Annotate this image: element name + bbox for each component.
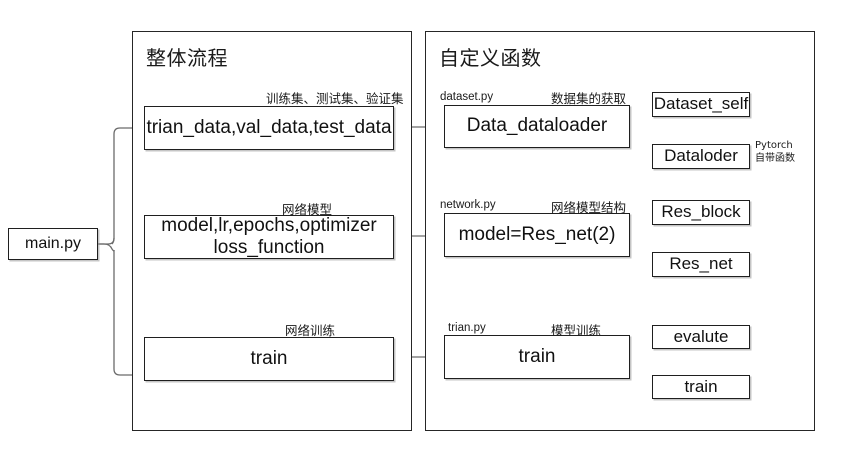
row2-right-note: 网络模型结构 — [551, 200, 627, 215]
main-brace — [98, 127, 132, 245]
group-custom-functions-title: 自定义函数 — [439, 46, 542, 70]
row3-left-note: 网络训练 — [285, 323, 336, 338]
row3-child-box-0[interactable]: evalute — [652, 325, 750, 349]
row1-child-box-1[interactable]: Dataloder — [652, 144, 750, 169]
row1-file-label: dataset.py — [440, 91, 494, 103]
main-brace-lower — [113, 250, 132, 376]
row1-left-note: 训练集、测试集、验证集 — [266, 91, 404, 106]
row1-child-box-0[interactable]: Dataset_self — [652, 92, 750, 117]
row1-right-note: 数据集的获取 — [551, 91, 627, 106]
row3-left-box[interactable]: train — [144, 337, 394, 381]
row3-child-box-1[interactable]: train — [652, 375, 750, 399]
row1-right-box[interactable]: Data_dataloader — [444, 105, 630, 148]
row2-left-note: 网络模型 — [282, 202, 333, 217]
entry-box-main-py[interactable]: main.py — [8, 228, 98, 260]
row3-right-box[interactable]: train — [444, 335, 630, 379]
row2-right-box[interactable]: model=Res_net(2) — [444, 213, 630, 257]
main-brace-tip — [98, 237, 115, 252]
row2-left-box[interactable]: model,lr,epochs,optimizer loss_function — [144, 215, 394, 259]
row2-file-label: network.py — [440, 199, 496, 211]
row2-child-box-1[interactable]: Res_net — [652, 252, 750, 277]
row1-child-note: Pytorch 自带函数 — [755, 140, 795, 164]
row1-left-box[interactable]: trian_data,val_data,test_data — [144, 106, 394, 150]
row3-right-note: 模型训练 — [551, 323, 602, 338]
row2-child-box-0[interactable]: Res_block — [652, 200, 750, 225]
row3-file-label: trian.py — [448, 322, 486, 334]
group-overall-flow-title: 整体流程 — [146, 46, 228, 70]
